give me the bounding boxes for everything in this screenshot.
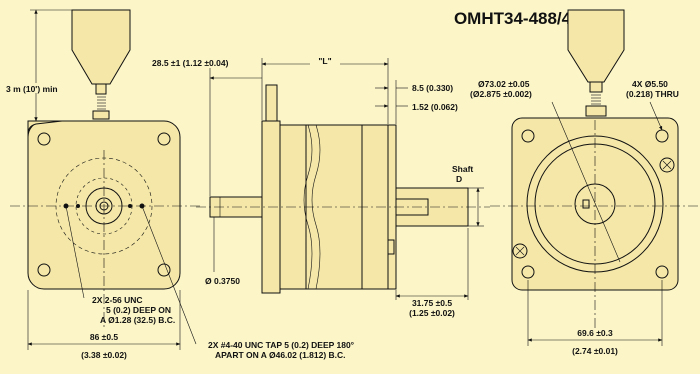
screw-icon — [659, 157, 675, 173]
holes-a-line3: A Ø1.28 (32.5) B.C. — [100, 315, 175, 325]
mount-hole — [521, 265, 535, 279]
width-right-line2: (2.74 ±0.01) — [572, 346, 618, 356]
drawing-title: OMHT34-488/490 — [454, 9, 590, 28]
shaft-offset-label: 28.5 ±1 (1.12 ±0.04) — [152, 58, 229, 68]
screw-icon — [512, 243, 528, 259]
shaft-diameter-label: Ø 0.3750 — [205, 276, 240, 286]
front-view: Ø73.02 ±0.05 (Ø2.875 ±0.002) 4X Ø5.50 (0… — [470, 9, 698, 356]
mount-holes-line1: 4X Ø5.50 — [632, 79, 668, 89]
shaft-length-line2: (1.25 ±0.02) — [409, 308, 455, 318]
width-left-line2: (3.38 ±0.02) — [81, 350, 127, 360]
bolt-circle-line1: Ø73.02 ±0.05 — [478, 79, 530, 89]
mount-hole — [37, 263, 51, 277]
mount-hole — [157, 132, 171, 146]
mount-hole — [157, 263, 171, 277]
mount-hole — [37, 132, 51, 146]
holes-a-line1: 2X 2-56 UNC — [92, 295, 143, 305]
width-left-line1: 86 ±0.5 — [90, 332, 119, 342]
holes-b-line1: 2X #4-40 UNC TAP 5 (0.2) DEEP 180° — [208, 340, 355, 350]
cable-connector — [71, 9, 131, 85]
shaft-label-2: D — [456, 174, 462, 184]
shaft-label-1: Shaft — [452, 164, 473, 174]
mount-holes-line2: (0.218) THRU — [626, 89, 679, 99]
flange-thickness-label: 8.5 (0.330) — [412, 83, 453, 93]
holes-b-line2: APART ON A Ø46.02 (1.812) B.C. — [215, 350, 346, 360]
pilot-height-label: 1.52 (0.062) — [412, 102, 458, 112]
cable-length-label: 3 m (10') min — [6, 84, 58, 94]
bolt-circle-line2: (Ø2.875 ±0.002) — [470, 89, 532, 99]
cable-connector — [567, 9, 625, 83]
width-right-line1: 69.6 ±0.3 — [577, 328, 613, 338]
shaft-length-line1: 31.75 ±0.5 — [412, 298, 452, 308]
holes-a-line2: 5 (0.2) DEEP ON — [106, 305, 171, 315]
mount-hole — [655, 265, 669, 279]
mount-hole — [521, 129, 535, 143]
side-view: "L" 28.5 ±1 (1.12 ±0.04) 8.5 (0.330) 1.5… — [152, 56, 490, 318]
length-l-label: "L" — [318, 56, 331, 66]
rear-view: 3 m (10') min 2X 2-56 UNC 5 (0.2) DEEP O… — [4, 9, 355, 360]
